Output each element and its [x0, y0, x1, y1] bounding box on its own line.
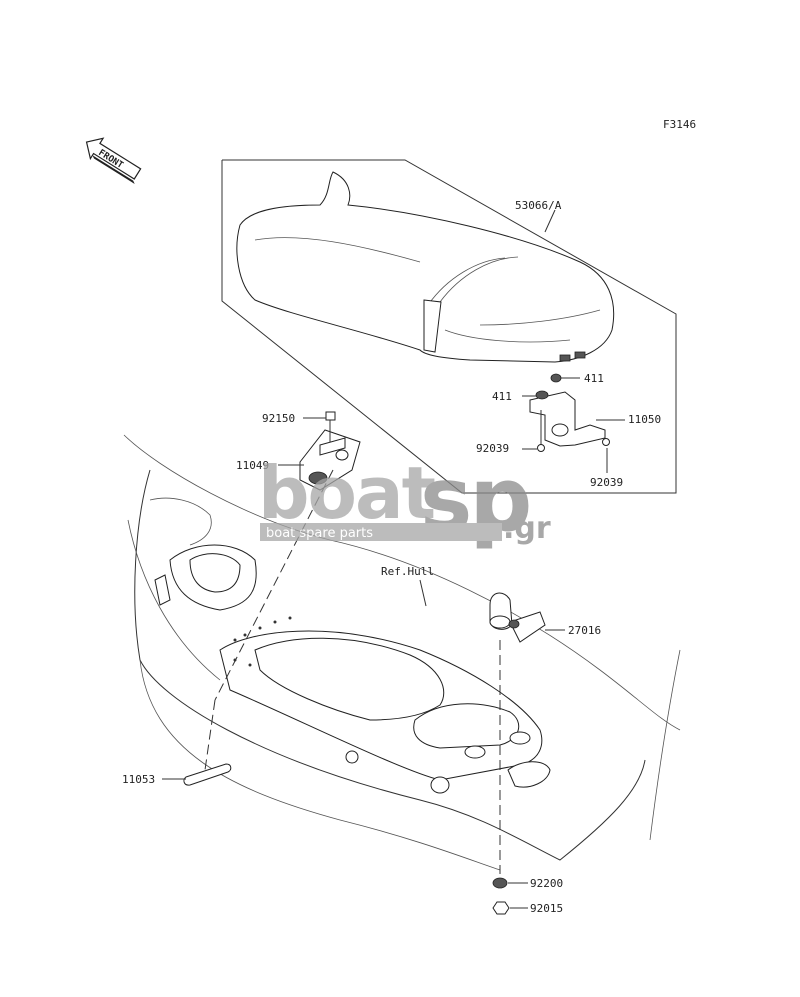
bolt-92039-a — [537, 410, 545, 452]
washer-411-b — [550, 373, 562, 383]
label-92039-a: 92039 — [476, 442, 509, 455]
watermark-tld: .gr — [503, 511, 551, 546]
bumper-27016 — [489, 592, 546, 643]
washer-92200 — [492, 877, 508, 889]
front-arrow-icon: FRONT — [85, 137, 142, 184]
label-11049: 11049 — [236, 459, 269, 472]
nut-92015 — [492, 901, 510, 915]
seat-group-outline — [221, 159, 677, 494]
figure-code: F3146 — [663, 118, 696, 131]
label-92150: 92150 — [262, 412, 295, 425]
label-11050: 11050 — [628, 413, 661, 426]
label-11053: 11053 — [122, 773, 155, 786]
label-411-b: 411 — [584, 372, 604, 385]
bracket-11050 — [529, 391, 606, 447]
label-92039-b: 92039 — [590, 476, 623, 489]
watermark-tagline: boat spare parts — [266, 526, 373, 541]
strap-11053 — [183, 763, 232, 786]
label-411-a: 411 — [492, 390, 512, 403]
hull-drawing — [123, 434, 681, 871]
label-ref-hull: Ref.Hull — [381, 565, 434, 578]
watermark-logo: boat sp .gr boat spare parts — [258, 448, 551, 551]
label-92015: 92015 — [530, 902, 563, 915]
hook-bracket-11049 — [299, 429, 361, 491]
washer-411-a — [535, 390, 549, 400]
watermark-brand-a: boat — [258, 451, 435, 535]
label-27016: 27016 — [568, 624, 601, 637]
label-92200: 92200 — [530, 877, 563, 890]
bolt-92150 — [325, 411, 336, 442]
label-53066-a: 53066/A — [515, 199, 562, 212]
bolt-92039-b — [602, 438, 610, 446]
seat-drawing — [236, 171, 615, 363]
